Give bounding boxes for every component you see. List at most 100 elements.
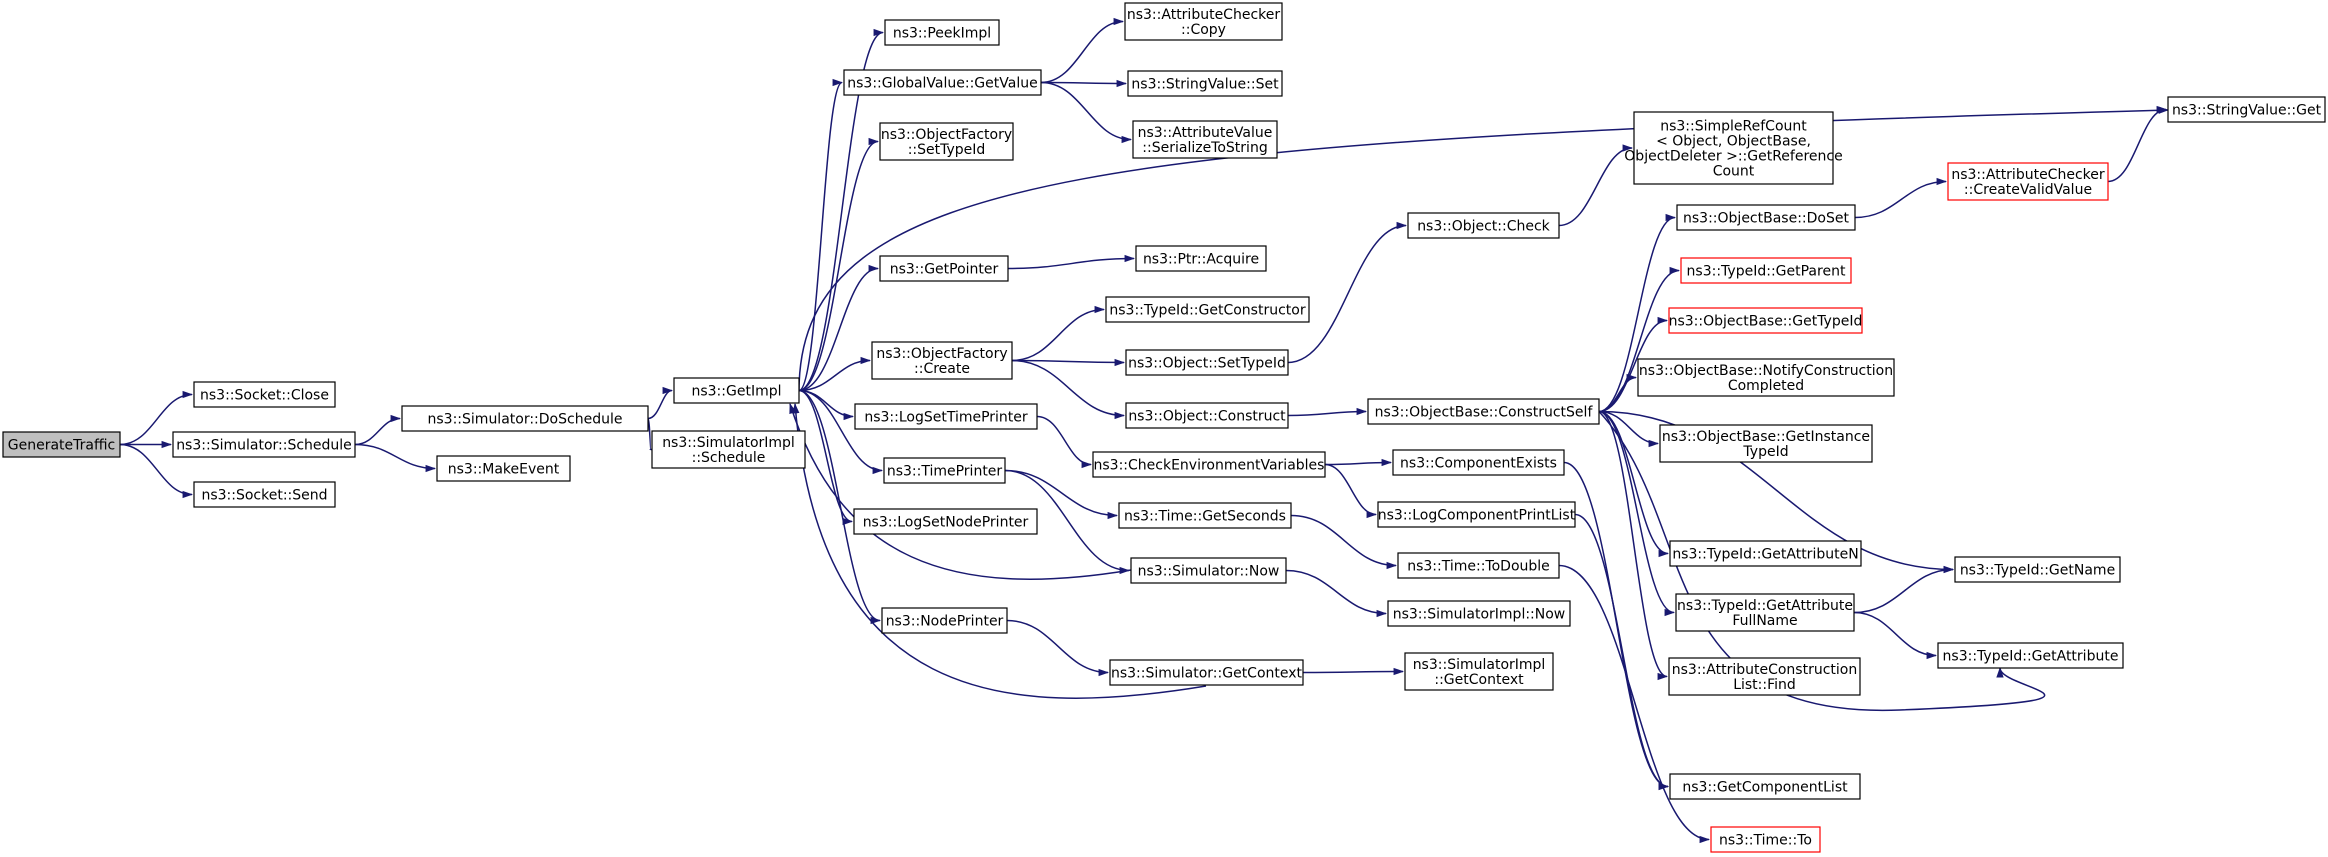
- edge-get-impl-to-log-set-node-printer: [798, 389, 854, 526]
- node-label: ns3::Simulator::DoSchedule: [428, 412, 623, 428]
- node-box: [1659, 424, 1873, 463]
- node-simulator-now[interactable]: ns3::Simulator::Now: [1130, 557, 1287, 584]
- edge-objectbase-constructself-to-objectbase-doset: [1598, 213, 1677, 413]
- node-typeid-getname[interactable]: ns3::TypeId::GetName: [1954, 556, 2121, 583]
- node-box: [1404, 652, 1554, 691]
- node-label: ns3::GetComponentList: [1682, 780, 1848, 796]
- edge-simulator-now-to-get-impl: [789, 403, 1132, 580]
- node-get-component-list[interactable]: ns3::GetComponentList: [1669, 773, 1861, 800]
- node-simplerefcount-getref[interactable]: ns3::SimpleRefCount< Object, ObjectBase,…: [1624, 111, 1843, 185]
- edge-check-env-vars-to-component-exists: [1324, 458, 1393, 467]
- node-objectbase-doset[interactable]: ns3::ObjectBase::DoSet: [1676, 204, 1856, 231]
- edge-globalvalue-getvalue-to-attributechecker-copy: [1040, 17, 1125, 84]
- node-label: ns3::StringValue::Set: [1131, 77, 1279, 93]
- node-label: ns3::Socket::Send: [201, 488, 327, 504]
- node-box: [879, 122, 1014, 161]
- node-label: ns3::SimulatorImpl: [1413, 657, 1546, 673]
- node-node-printer[interactable]: ns3::NodePrinter: [881, 607, 1008, 634]
- node-object-settypeid[interactable]: ns3::Object::SetTypeId: [1125, 349, 1289, 376]
- node-box: [1669, 540, 1862, 567]
- node-typeid-getattributen[interactable]: ns3::TypeId::GetAttributeN: [1669, 540, 1862, 567]
- node-check-env-vars[interactable]: ns3::CheckEnvironmentVariables: [1092, 451, 1326, 478]
- node-box: [879, 255, 1009, 282]
- node-objectbase-notifyconstruction[interactable]: ns3::ObjectBase::NotifyConstructionCompl…: [1637, 358, 1895, 397]
- node-box: [853, 508, 1038, 535]
- node-simulatorimpl-getcontext[interactable]: ns3::SimulatorImpl::GetContext: [1404, 652, 1554, 691]
- node-simulator-doschedule[interactable]: ns3::Simulator::DoSchedule: [401, 405, 649, 432]
- node-log-set-time-printer[interactable]: ns3::LogSetTimePrinter: [854, 403, 1038, 430]
- node-label: ns3::ObjectBase::ConstructSelf: [1375, 405, 1594, 421]
- node-label: ns3::LogSetTimePrinter: [864, 410, 1028, 426]
- node-objectbase-constructself[interactable]: ns3::ObjectBase::ConstructSelf: [1367, 398, 1600, 425]
- node-time-todouble[interactable]: ns3::Time::ToDouble: [1397, 552, 1560, 579]
- node-get-impl[interactable]: ns3::GetImpl: [673, 377, 800, 404]
- node-box: [193, 381, 336, 408]
- edge-typeid-getattributefullname-to-typeid-getattribute: [1853, 611, 1938, 660]
- node-label: ns3::Object::Check: [1417, 219, 1550, 235]
- node-objectfactory-create[interactable]: ns3::ObjectFactory::Create: [871, 341, 1013, 380]
- edge-object-check-to-simplerefcount-getref: [1558, 144, 1634, 227]
- node-typeid-getconstructor[interactable]: ns3::TypeId::GetConstructor: [1105, 296, 1310, 323]
- node-object-check[interactable]: ns3::Object::Check: [1407, 212, 1560, 239]
- node-make-event[interactable]: ns3::MakeEvent: [436, 455, 571, 482]
- node-attributechecker-copy[interactable]: ns3::AttributeChecker::Copy: [1124, 2, 1283, 41]
- node-label: ns3::Simulator::Now: [1138, 564, 1280, 580]
- node-box: [1407, 212, 1560, 239]
- node-typeid-getparent[interactable]: ns3::TypeId::GetParent: [1680, 257, 1852, 284]
- node-box: [401, 405, 649, 432]
- node-attributevalue-serialize[interactable]: ns3::AttributeValue::SerializeToString: [1132, 120, 1278, 159]
- node-box: [1135, 245, 1267, 272]
- node-label: ::Schedule: [692, 450, 766, 466]
- node-label: ::SetTypeId: [908, 142, 986, 158]
- node-simulator-getcontext[interactable]: ns3::Simulator::GetContext: [1109, 659, 1304, 686]
- node-box: [1669, 773, 1861, 800]
- node-socket-close[interactable]: ns3::Socket::Close: [193, 381, 336, 408]
- node-label: ns3::AttributeConstruction: [1672, 662, 1857, 678]
- edge-generate-traffic-to-socket-send: [119, 443, 194, 499]
- edge-objectbase-constructself-to-attributeconstructionlist-find: [1598, 410, 1669, 681]
- node-generate-traffic[interactable]: GenerateTraffic: [2, 431, 121, 458]
- node-object-construct[interactable]: ns3::Object::Construct: [1125, 402, 1289, 429]
- node-get-pointer[interactable]: ns3::GetPointer: [879, 255, 1009, 282]
- node-time-to[interactable]: ns3::Time::To: [1710, 826, 1821, 853]
- node-component-exists[interactable]: ns3::ComponentExists: [1392, 449, 1565, 476]
- node-box: [1637, 358, 1895, 397]
- node-simulatorimpl-schedule[interactable]: ns3::SimulatorImpl::Schedule: [651, 430, 806, 469]
- node-label: TypeId: [1742, 444, 1788, 460]
- node-box: [1130, 557, 1287, 584]
- node-objectfactory-settypeid[interactable]: ns3::ObjectFactory::SetTypeId: [879, 122, 1014, 161]
- node-time-getseconds[interactable]: ns3::Time::GetSeconds: [1118, 502, 1292, 529]
- node-label: ns3::Socket::Close: [200, 388, 329, 404]
- edge-globalvalue-getvalue-to-attributevalue-serialize: [1040, 81, 1133, 144]
- node-label: ns3::TypeId::GetAttribute: [1677, 598, 1853, 614]
- node-simulatorimpl-now[interactable]: ns3::SimulatorImpl::Now: [1387, 600, 1571, 627]
- edge-object-settypeid-to-object-check: [1287, 221, 1408, 364]
- node-ptr-acquire[interactable]: ns3::Ptr::Acquire: [1135, 245, 1267, 272]
- node-simulator-schedule[interactable]: ns3::Simulator::Schedule: [172, 431, 356, 458]
- node-label: ns3::PeekImpl: [893, 26, 991, 42]
- node-box: [843, 69, 1042, 96]
- node-label: ns3::ObjectFactory: [881, 127, 1012, 143]
- node-log-set-node-printer[interactable]: ns3::LogSetNodePrinter: [853, 508, 1038, 535]
- node-box: [1118, 502, 1292, 529]
- node-objectbase-gettypeid[interactable]: ns3::ObjectBase::GetTypeId: [1668, 307, 1863, 334]
- edge-get-impl-to-peek-impl: [798, 28, 885, 392]
- edge-get-impl-to-time-printer: [798, 389, 884, 475]
- node-attributechecker-createvalidvalue[interactable]: ns3::AttributeChecker::CreateValidValue: [1947, 162, 2109, 201]
- node-socket-send[interactable]: ns3::Socket::Send: [193, 481, 336, 508]
- edge-attributechecker-createvalidvalue-to-stringvalue-get: [2107, 105, 2168, 183]
- node-typeid-getattribute[interactable]: ns3::TypeId::GetAttribute: [1937, 642, 2124, 669]
- node-globalvalue-getvalue[interactable]: ns3::GlobalValue::GetValue: [843, 69, 1042, 96]
- edge-component-exists-to-get-component-list: [1563, 461, 1670, 791]
- node-peek-impl[interactable]: ns3::PeekImpl: [884, 19, 1000, 46]
- node-stringvalue-get[interactable]: ns3::StringValue::Get: [2167, 96, 2326, 123]
- node-log-component-print-list[interactable]: ns3::LogComponentPrintList: [1377, 501, 1576, 528]
- node-box: [1947, 162, 2109, 201]
- node-label: ns3::Time::ToDouble: [1407, 559, 1550, 575]
- node-stringvalue-set[interactable]: ns3::StringValue::Set: [1127, 70, 1283, 97]
- node-time-printer[interactable]: ns3::TimePrinter: [883, 457, 1006, 484]
- edge-simulator-getcontext-to-get-impl: [792, 402, 1207, 699]
